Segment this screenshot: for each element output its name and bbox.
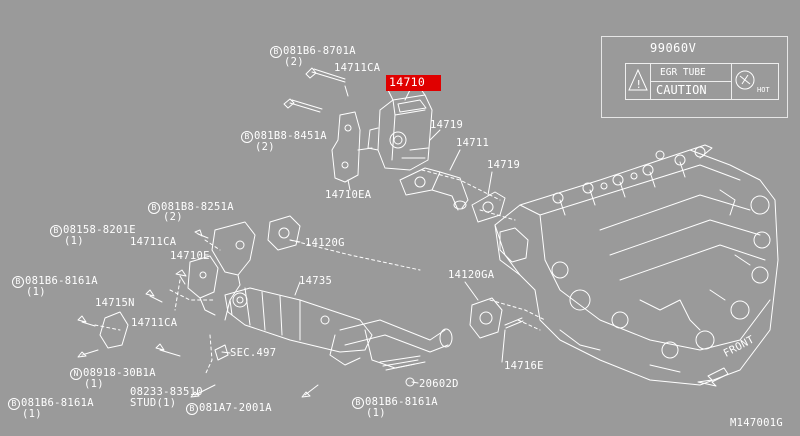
bolt-qty: (2) — [163, 211, 183, 223]
svg-text:!: ! — [637, 78, 641, 91]
part-14735[interactable]: 14735 — [299, 275, 333, 287]
bracket-14710E — [187, 255, 219, 316]
part-14716E[interactable]: 14716E — [504, 360, 544, 372]
small-bolts — [77, 229, 415, 398]
front-arrow-icon — [697, 367, 729, 387]
hot-surface-icon — [735, 70, 755, 90]
bolt-qty: (1) — [26, 286, 46, 298]
stud-part-number[interactable]: 08233-83510 — [130, 386, 203, 398]
part-14120G[interactable]: 14120G — [305, 237, 345, 249]
stud-label: STUD(1) — [130, 397, 177, 409]
warning-triangle-icon: ! — [628, 68, 648, 91]
part-14710E[interactable]: 14710E — [170, 250, 210, 262]
egr-valve-illustration — [367, 87, 433, 171]
part-14711CA-top[interactable]: 14711CA — [334, 62, 381, 74]
label-part-number: 99060V — [650, 41, 697, 55]
part-14711CA-low[interactable]: 14711CA — [131, 317, 178, 329]
caution-plate: ! EGR TUBE CAUTION HOT — [625, 63, 779, 100]
label-hot: HOT — [757, 86, 770, 94]
bolt-qty: (2) — [255, 141, 275, 153]
section-497-ref[interactable]: SEC.497 — [230, 347, 277, 359]
part-14715N[interactable]: 14715N — [95, 297, 135, 309]
bracket-14710EA — [331, 111, 373, 183]
cylinder-head-illustration — [494, 144, 779, 386]
nut-qty: (1) — [84, 378, 104, 390]
caution-label-box: 99060V ! EGR TUBE CAUTION HOT — [601, 36, 788, 118]
bracket-14715N — [99, 311, 129, 349]
label-leaders — [221, 89, 506, 384]
part-14719-b[interactable]: 14719 — [487, 159, 521, 171]
bolt-qty: (1) — [22, 408, 42, 420]
part-14711CA-mid[interactable]: 14711CA — [130, 236, 177, 248]
gasket-14120GA — [469, 297, 503, 339]
part-14120GA[interactable]: 14120GA — [448, 269, 495, 281]
gasket-14120G — [267, 215, 301, 251]
gasket-14719-b — [471, 191, 506, 223]
part-14710-highlight — [386, 75, 441, 91]
stud-14716E — [504, 317, 524, 329]
part-14710EA[interactable]: 14710EA — [325, 189, 372, 201]
part-14710[interactable]: 14710 — [389, 75, 426, 89]
egr-cooler-illustration — [211, 221, 453, 371]
pipe-14711 — [431, 171, 469, 211]
part-14711[interactable]: 14711 — [456, 137, 490, 149]
label-title: EGR TUBE — [660, 67, 706, 78]
part-14719-a[interactable]: 14719 — [430, 119, 464, 131]
label-caution: CAUTION — [656, 83, 707, 97]
gasket-14719-a — [399, 167, 441, 196]
leader-lines — [94, 169, 546, 376]
bolt-qty: (1) — [64, 235, 84, 247]
illustration-code: M147001G — [730, 417, 783, 429]
bolt-top — [283, 67, 349, 113]
bolt-qty: (1) — [366, 407, 386, 419]
part-20602D[interactable]: 20602D — [419, 378, 459, 390]
bolt-qty: (2) — [284, 56, 304, 68]
